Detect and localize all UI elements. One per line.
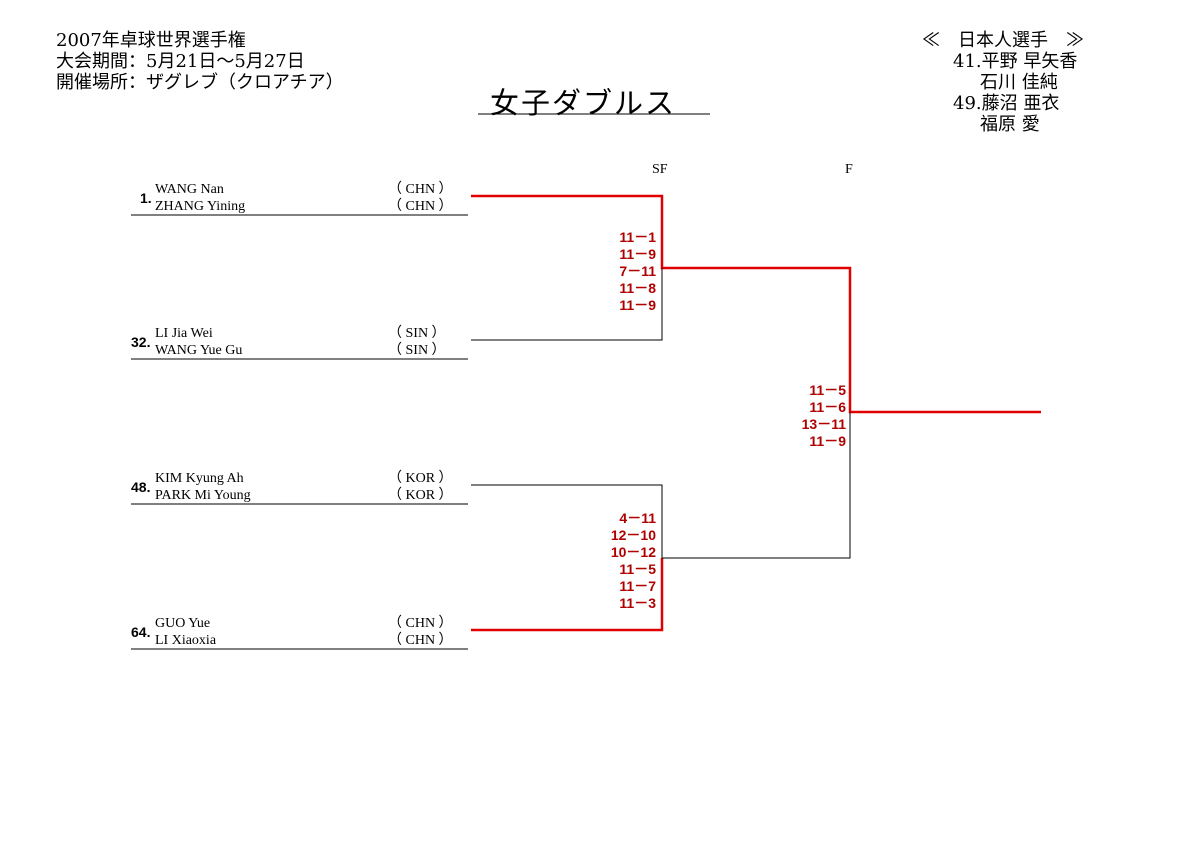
seed-number: 64. [131, 624, 151, 640]
player-name: GUO Yue [155, 616, 211, 631]
country-code: （ CHN ） [388, 199, 453, 214]
game-score: 11－7 [619, 578, 656, 594]
loser-path-final [662, 412, 851, 559]
player-name: ZHANG Yining [155, 199, 246, 214]
game-score: 10－12 [610, 544, 656, 560]
country-code: （ CHN ） [388, 616, 453, 631]
game-score: 11－6 [809, 399, 846, 415]
game-score: 11－5 [619, 561, 656, 577]
game-score: 11－9 [809, 433, 846, 449]
country-code: （ SIN ） [388, 343, 446, 358]
japanese-player-line: 49.藤沼 亜衣 [953, 93, 1060, 114]
game-score: 11－9 [619, 246, 656, 262]
japanese-players-heading: ≪ 日本人選手 ≫ [922, 30, 1084, 51]
japanese-player-line: 石川 佳純 [980, 72, 1058, 93]
country-code: （ CHN ） [388, 633, 453, 648]
player-name: LI Jia Wei [155, 326, 213, 341]
country-code: （ CHN ） [388, 182, 453, 197]
country-code: （ KOR ） [388, 471, 453, 486]
player-name: WANG Nan [155, 182, 224, 197]
japanese-player-line: 41.平野 早矢香 [953, 51, 1078, 72]
game-score: 11－5 [809, 382, 846, 398]
game-score: 11－8 [619, 280, 656, 296]
game-score: 4－11 [619, 510, 656, 526]
seed-number: 32. [131, 334, 151, 350]
event-title: 2007年卓球世界選手権 [56, 30, 246, 51]
player-name: LI Xiaoxia [155, 633, 217, 648]
event-venue: 開催場所：ザグレブ（クロアチア） [56, 72, 344, 93]
game-score: 11－3 [619, 595, 656, 611]
winner-path-sf2 [471, 558, 664, 632]
player-name: PARK Mi Young [155, 488, 251, 503]
winner-path-sf1 [471, 194, 1041, 414]
seed-number: 48. [131, 479, 151, 495]
country-code: （ KOR ） [388, 488, 453, 503]
round-label-f: F [845, 162, 853, 177]
game-score: 11－9 [619, 297, 656, 313]
seed-number: 1. [140, 190, 152, 206]
game-score: 13－11 [801, 416, 846, 432]
game-score: 12－10 [610, 527, 656, 543]
loser-path-sf2 [471, 484, 663, 558]
player-name: KIM Kyung Ah [155, 471, 244, 486]
game-score: 11－1 [619, 229, 656, 245]
japanese-player-line: 福原 愛 [980, 114, 1040, 135]
country-code: （ SIN ） [388, 326, 446, 341]
player-name: WANG Yue Gu [155, 343, 243, 358]
loser-path-sf1 [471, 268, 663, 341]
event-dates: 大会期間：5月21日～5月27日 [56, 51, 305, 72]
game-score: 7－11 [619, 263, 656, 279]
round-label-sf: SF [652, 162, 668, 177]
